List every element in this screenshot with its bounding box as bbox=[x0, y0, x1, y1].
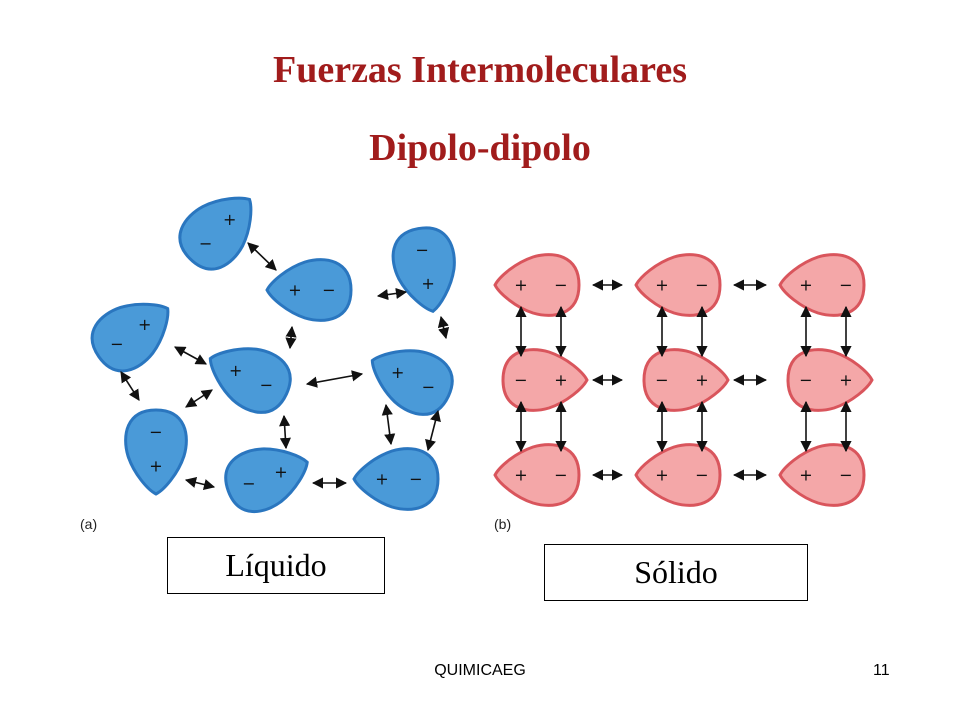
molecule-body bbox=[778, 443, 866, 507]
charge-plus: + bbox=[375, 470, 388, 489]
molecule-body bbox=[90, 302, 170, 373]
charge-minus: − bbox=[839, 276, 852, 295]
attraction-arrow-9 bbox=[425, 409, 441, 452]
charge-plus: + bbox=[695, 371, 708, 390]
molecule-body bbox=[352, 447, 440, 511]
charge-plus: + bbox=[391, 363, 404, 382]
molecule-7: +− bbox=[224, 447, 309, 514]
molecule-2: +− bbox=[778, 253, 866, 317]
charge-minus: − bbox=[416, 241, 429, 260]
liquid-label: Líquido bbox=[225, 547, 327, 583]
charge-minus: − bbox=[514, 371, 527, 390]
liquid-label-box: Líquido bbox=[167, 537, 385, 594]
solid-panel: +−+−+−+−+−+−+−+−+− bbox=[493, 253, 874, 507]
charge-plus: + bbox=[229, 361, 242, 380]
molecule-body bbox=[224, 447, 309, 514]
molecule-1: +− bbox=[265, 258, 353, 322]
charge-plus: + bbox=[799, 276, 812, 295]
attraction-arrow-5 bbox=[305, 370, 364, 388]
molecule-3: +− bbox=[501, 348, 589, 412]
molecule-4: +− bbox=[208, 347, 292, 414]
charge-plus: + bbox=[799, 466, 812, 485]
molecule-body bbox=[634, 253, 722, 317]
charge-minus: − bbox=[199, 234, 212, 253]
molecule-0: +− bbox=[178, 196, 253, 271]
attraction-arrow-7 bbox=[120, 371, 140, 401]
charge-minus: − bbox=[422, 377, 435, 396]
charge-minus: − bbox=[554, 466, 567, 485]
charge-plus: + bbox=[421, 274, 434, 293]
molecule-body bbox=[124, 408, 188, 496]
page-number: 11 bbox=[873, 662, 890, 679]
molecule-body bbox=[208, 347, 292, 414]
molecule-6: +− bbox=[493, 443, 581, 507]
molecule-7: +− bbox=[634, 443, 722, 507]
molecule-body bbox=[493, 443, 581, 507]
charge-plus: + bbox=[223, 210, 236, 229]
charge-minus: − bbox=[655, 371, 668, 390]
charge-minus: − bbox=[554, 276, 567, 295]
panel-b-tag: (b) bbox=[494, 516, 512, 532]
attraction-arrow-10 bbox=[279, 414, 291, 450]
molecule-0: +− bbox=[493, 253, 581, 317]
molecule-3: +− bbox=[90, 302, 170, 373]
charge-minus: − bbox=[110, 335, 123, 354]
charge-minus: − bbox=[695, 276, 708, 295]
molecule-body bbox=[370, 349, 454, 416]
charge-minus: − bbox=[695, 466, 708, 485]
charge-plus: + bbox=[514, 276, 527, 295]
charge-minus: − bbox=[839, 466, 852, 485]
molecule-4: +− bbox=[642, 348, 730, 412]
molecule-body bbox=[778, 253, 866, 317]
attraction-arrow-11 bbox=[184, 477, 216, 490]
charge-plus: + bbox=[149, 457, 162, 476]
charge-plus: + bbox=[655, 466, 668, 485]
molecule-body bbox=[786, 348, 874, 412]
molecule-8: +− bbox=[352, 447, 440, 511]
molecule-body bbox=[265, 258, 353, 322]
charge-plus: + bbox=[274, 462, 287, 481]
molecule-5: +− bbox=[786, 348, 874, 412]
attraction-arrow-8 bbox=[381, 403, 396, 446]
attraction-arrow-6 bbox=[185, 389, 213, 408]
page-title: Fuerzas Intermoleculares bbox=[272, 49, 687, 91]
footer-text: QUIMICAEG bbox=[434, 662, 526, 679]
molecule-body bbox=[634, 443, 722, 507]
molecule-body bbox=[493, 253, 581, 317]
molecule-body bbox=[501, 348, 589, 412]
liquid-panel: +−+−+−+−+−+−+−+−+− bbox=[90, 196, 456, 514]
charge-minus: − bbox=[409, 470, 422, 489]
charge-minus: − bbox=[799, 371, 812, 390]
charge-minus: − bbox=[242, 474, 255, 493]
molecule-body bbox=[642, 348, 730, 412]
attraction-arrow-2 bbox=[285, 325, 297, 350]
charge-plus: + bbox=[655, 276, 668, 295]
page-subtitle: Dipolo-dipolo bbox=[369, 127, 591, 169]
solid-label: Sólido bbox=[634, 554, 718, 590]
attraction-arrow-0 bbox=[247, 242, 277, 271]
charge-plus: + bbox=[138, 315, 151, 334]
panel-a-tag: (a) bbox=[80, 516, 98, 532]
attraction-arrow-1 bbox=[376, 287, 408, 301]
solid-label-box: Sólido bbox=[544, 544, 808, 601]
charge-minus: − bbox=[322, 281, 335, 300]
molecule-2: +− bbox=[391, 226, 456, 313]
charge-plus: + bbox=[839, 371, 852, 390]
charge-plus: + bbox=[554, 371, 567, 390]
molecule-body bbox=[178, 196, 253, 271]
charge-plus: + bbox=[288, 281, 301, 300]
charge-minus: − bbox=[260, 375, 273, 394]
molecule-1: +− bbox=[634, 253, 722, 317]
charge-plus: + bbox=[514, 466, 527, 485]
molecule-8: +− bbox=[778, 443, 866, 507]
charge-minus: − bbox=[149, 423, 162, 442]
molecule-body bbox=[391, 226, 456, 313]
attraction-arrow-4 bbox=[437, 315, 450, 340]
molecule-5: +− bbox=[370, 349, 454, 416]
attraction-arrow-3 bbox=[174, 346, 207, 365]
molecule-6: +− bbox=[124, 408, 188, 496]
